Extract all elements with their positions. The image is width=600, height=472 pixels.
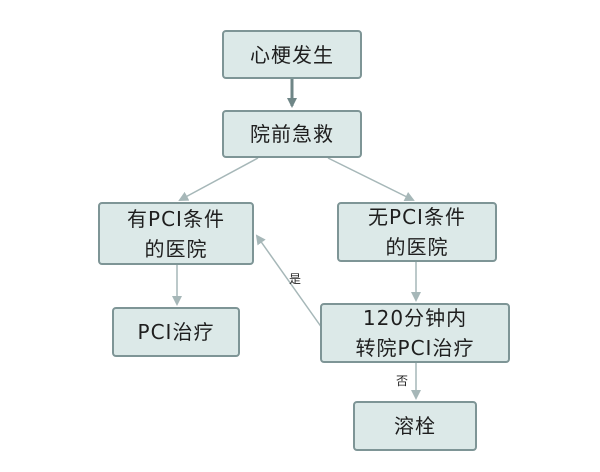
node-prehospital-care: 院前急救 [222, 110, 362, 158]
node-transfer-line1: 120分钟内 [362, 306, 468, 330]
node-mi-onset: 心梗发生 [222, 30, 362, 79]
arrow-prehospital-to-pci-capable [178, 157, 259, 201]
edge-label-yes: 是 [289, 272, 302, 286]
node-pci-capable-hospital: 有PCI条件 的医院 [98, 202, 254, 265]
node-pci-capable-line1: 有PCI条件 [127, 206, 225, 231]
node-pci-treatment-label: PCI治疗 [137, 320, 215, 344]
node-non-pci-hospital: 无PCI条件 的医院 [337, 202, 497, 262]
node-prehospital-care-label: 院前急救 [250, 122, 334, 146]
node-thrombolysis: 溶栓 [353, 401, 477, 451]
node-transfer-pci: 120分钟内 转院PCI治疗 [320, 303, 510, 363]
node-transfer-line2: 转院PCI治疗 [355, 336, 475, 360]
arrow-prehospital-to-non-pci [327, 157, 415, 201]
arrow-transfer-to-pci-capable-yes [255, 234, 323, 329]
node-pci-capable-line2: 的医院 [144, 236, 208, 261]
edge-label-no: 否 [396, 374, 409, 388]
node-mi-onset-label: 心梗发生 [250, 42, 334, 67]
node-non-pci-line1: 无PCI条件 [368, 205, 466, 229]
node-pci-treatment: PCI治疗 [112, 307, 240, 357]
node-non-pci-line2: 的医院 [385, 235, 449, 259]
node-thrombolysis-label: 溶栓 [394, 414, 436, 438]
